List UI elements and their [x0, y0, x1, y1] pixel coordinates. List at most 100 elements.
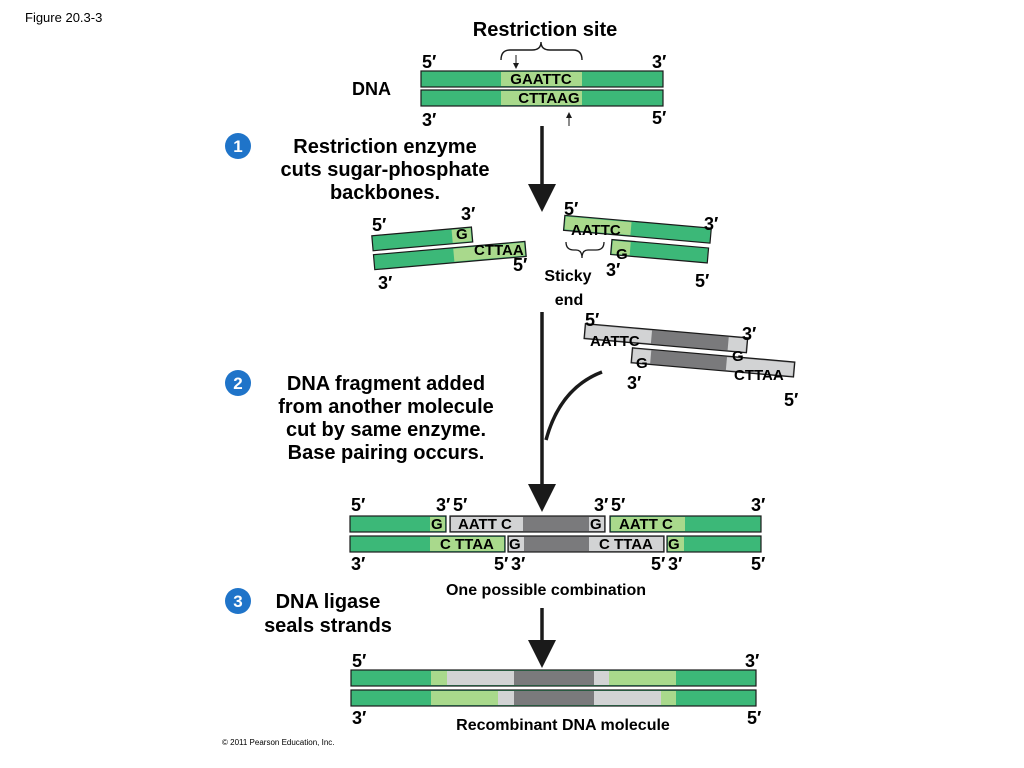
step-1-badge	[225, 133, 251, 159]
step-2-number: 2	[233, 374, 242, 393]
left-fragment-bottom-seq: CTTAA	[474, 242, 524, 259]
combined-5prime-5: 5′	[611, 495, 625, 515]
recombinant-bottom-seg-4	[594, 691, 661, 705]
sticky-end-label-2: end	[555, 292, 583, 309]
combined-top-seq-1: G	[431, 516, 443, 533]
sticky-end-brace	[565, 241, 605, 259]
left-fragment-3prime-bottom: 3′	[378, 273, 392, 293]
recombinant-top-seg-1	[431, 671, 447, 685]
recombinant-top-seg-2	[447, 671, 514, 685]
combined-top-gray-light-1	[451, 517, 523, 531]
combined-3prime-6: 3′	[751, 495, 765, 515]
foreign-5prime-bottom: 5′	[784, 390, 798, 410]
recombinant-5prime-top: 5′	[352, 651, 366, 671]
foreign-top-right-seq: G	[732, 348, 744, 365]
original-bottom-sequence: CTTAAG	[518, 90, 579, 107]
recombinant-bottom-seg-1	[431, 691, 498, 705]
right-fragment-top-sticky	[564, 216, 632, 236]
left-fragment-bottom-sticky	[453, 242, 526, 262]
foreign-bottom-sticky-right	[725, 357, 794, 376]
step-1-line-3: backbones.	[330, 182, 440, 204]
recombinant-bottom-seg-5	[661, 691, 676, 705]
combined-5prime-3: 5′	[453, 495, 467, 515]
foreign-bottom-right-seq: CTTAA	[734, 367, 784, 384]
combined-bottom-seq-2: G	[509, 536, 521, 553]
foreign-top-sticky-left	[585, 324, 653, 344]
combined-5prime-8: 5′	[494, 554, 508, 574]
right-fragment-5prime-bottom: 5′	[695, 271, 709, 291]
combined-top-sticky-1	[430, 517, 445, 531]
left-fragment-top-sticky	[451, 228, 472, 243]
combined-bottom-seq-1: C TTAA	[440, 536, 494, 553]
recombinant-top-seg-4	[594, 671, 609, 685]
merge-curve	[544, 370, 603, 441]
right-fragment-bottom	[609, 238, 710, 264]
right-fragment-bottom-seq: G	[616, 246, 628, 263]
step-2-line-2: from another molecule	[278, 396, 494, 418]
left-fragment-top-seq: G	[456, 226, 468, 243]
combined-3prime-11: 3′	[668, 554, 682, 574]
combined-top-sticky-2	[611, 517, 685, 531]
combined-3prime-2: 3′	[436, 495, 450, 515]
right-cut-fragment	[562, 214, 712, 264]
left-cut-fragment	[371, 226, 527, 271]
step-1-line-1: Restriction enzyme	[293, 136, 476, 158]
step-1-number: 1	[233, 137, 242, 156]
right-fragment-top-seq: AATTC	[571, 222, 621, 239]
foreign-3prime-bottom: 3′	[627, 373, 641, 393]
recombinant-caption: Recombinant DNA molecule	[456, 717, 670, 734]
foreign-bottom-left-seq: G	[636, 355, 648, 372]
original-dna	[420, 70, 664, 107]
right-fragment-3prime-bottom: 3′	[606, 260, 620, 280]
combined-5prime-1: 5′	[351, 495, 365, 515]
step-3-number: 3	[233, 592, 242, 611]
combined-bottom-green-right	[666, 535, 762, 553]
step-2-badge	[225, 370, 251, 396]
step-1-line-2: cuts sugar-phosphate	[281, 159, 490, 181]
recombinant-3prime-top: 3′	[745, 651, 759, 671]
foreign-5prime-top: 5′	[585, 310, 599, 330]
combined-top-gray-light-2	[589, 517, 604, 531]
combined-bottom-sticky-2	[668, 537, 684, 551]
foreign-top-left-seq: AATTC	[590, 333, 640, 350]
combined-3prime-7: 3′	[351, 554, 365, 574]
top-3prime-left: 3′	[422, 110, 436, 130]
foreign-top-sticky-right	[727, 337, 747, 352]
combined-top-seq-2: AATT C	[458, 516, 512, 533]
sticky-end-label-1: Sticky	[544, 268, 591, 285]
step-2-line-1: DNA fragment added	[287, 373, 485, 395]
recombinant-5prime-bottom: 5′	[747, 708, 761, 728]
foreign-bottom-sticky-left	[632, 348, 652, 364]
step-2-line-3: cut by same enzyme.	[286, 419, 486, 441]
combined-3prime-9: 3′	[511, 554, 525, 574]
combined-bottom-sticky-1	[430, 537, 504, 551]
combined-top-green-left	[349, 515, 447, 533]
dna-label: DNA	[352, 79, 391, 99]
left-fragment-5prime-bottom: 5′	[513, 255, 527, 275]
recombinant-bottom-seg-3	[514, 691, 594, 705]
step-3-badge	[225, 588, 251, 614]
step-2-line-4: Base pairing occurs.	[288, 442, 485, 464]
combined-dna	[349, 515, 762, 553]
combined-top-seq-4: AATT C	[619, 516, 673, 533]
copyright-notice: © 2011 Pearson Education, Inc.	[222, 738, 334, 747]
foreign-3prime-top: 3′	[742, 324, 756, 344]
combined-5prime-10: 5′	[651, 554, 665, 574]
combined-bottom-seq-3: C TTAA	[599, 536, 653, 553]
top-5prime-right: 5′	[652, 108, 666, 128]
combined-bottom-seq-4: G	[668, 536, 680, 553]
recombinant-top-seg-5	[609, 671, 676, 685]
original-top-sequence: GAATTC	[510, 71, 572, 88]
recombinant-dna	[350, 669, 757, 707]
left-fragment-3prime: 3′	[461, 204, 475, 224]
foreign-fragment	[583, 322, 796, 378]
combination-caption: One possible combination	[446, 582, 646, 599]
restriction-site-title: Restriction site	[473, 19, 617, 41]
recombinant-bottom-seg-2	[498, 691, 514, 705]
combined-bottom-gray-light-1	[509, 537, 524, 551]
combined-bottom-gray-light-2	[589, 537, 663, 551]
combined-5prime-12: 5′	[751, 554, 765, 574]
right-fragment-5prime: 5′	[564, 199, 578, 219]
top-5prime-left: 5′	[422, 52, 436, 72]
